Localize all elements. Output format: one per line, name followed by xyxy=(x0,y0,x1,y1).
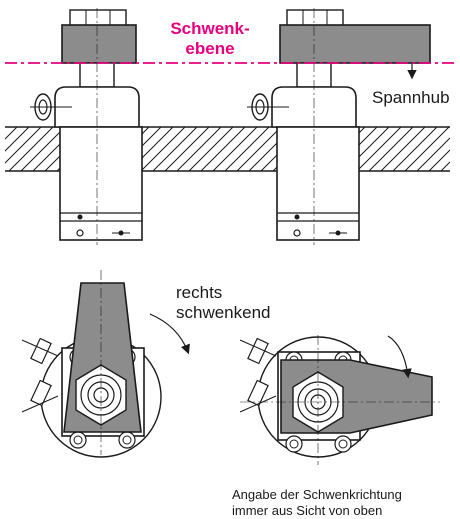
note-line2: immer aus Sicht von oben xyxy=(232,503,382,518)
swing-plane-label-line1: Schwenk- xyxy=(170,19,249,38)
stroke-label: Spannhub xyxy=(372,88,450,107)
rotation-arrow-icon xyxy=(149,313,190,355)
rotation-label-line2: schwenkend xyxy=(176,303,271,322)
swing-plane-label-line2: ebene xyxy=(185,39,234,58)
clamp-top-view-left xyxy=(21,270,190,458)
note-line1: Angabe der Schwenkrichtung xyxy=(232,487,402,502)
clamp-top-view-right xyxy=(239,335,440,465)
clamp-arm-right xyxy=(279,24,431,64)
clamp-arm-left xyxy=(61,24,137,64)
clamp-side-view-right xyxy=(247,8,431,245)
clamp-side-view-left xyxy=(30,8,143,245)
rotation-label-line1: rechts xyxy=(176,283,222,302)
